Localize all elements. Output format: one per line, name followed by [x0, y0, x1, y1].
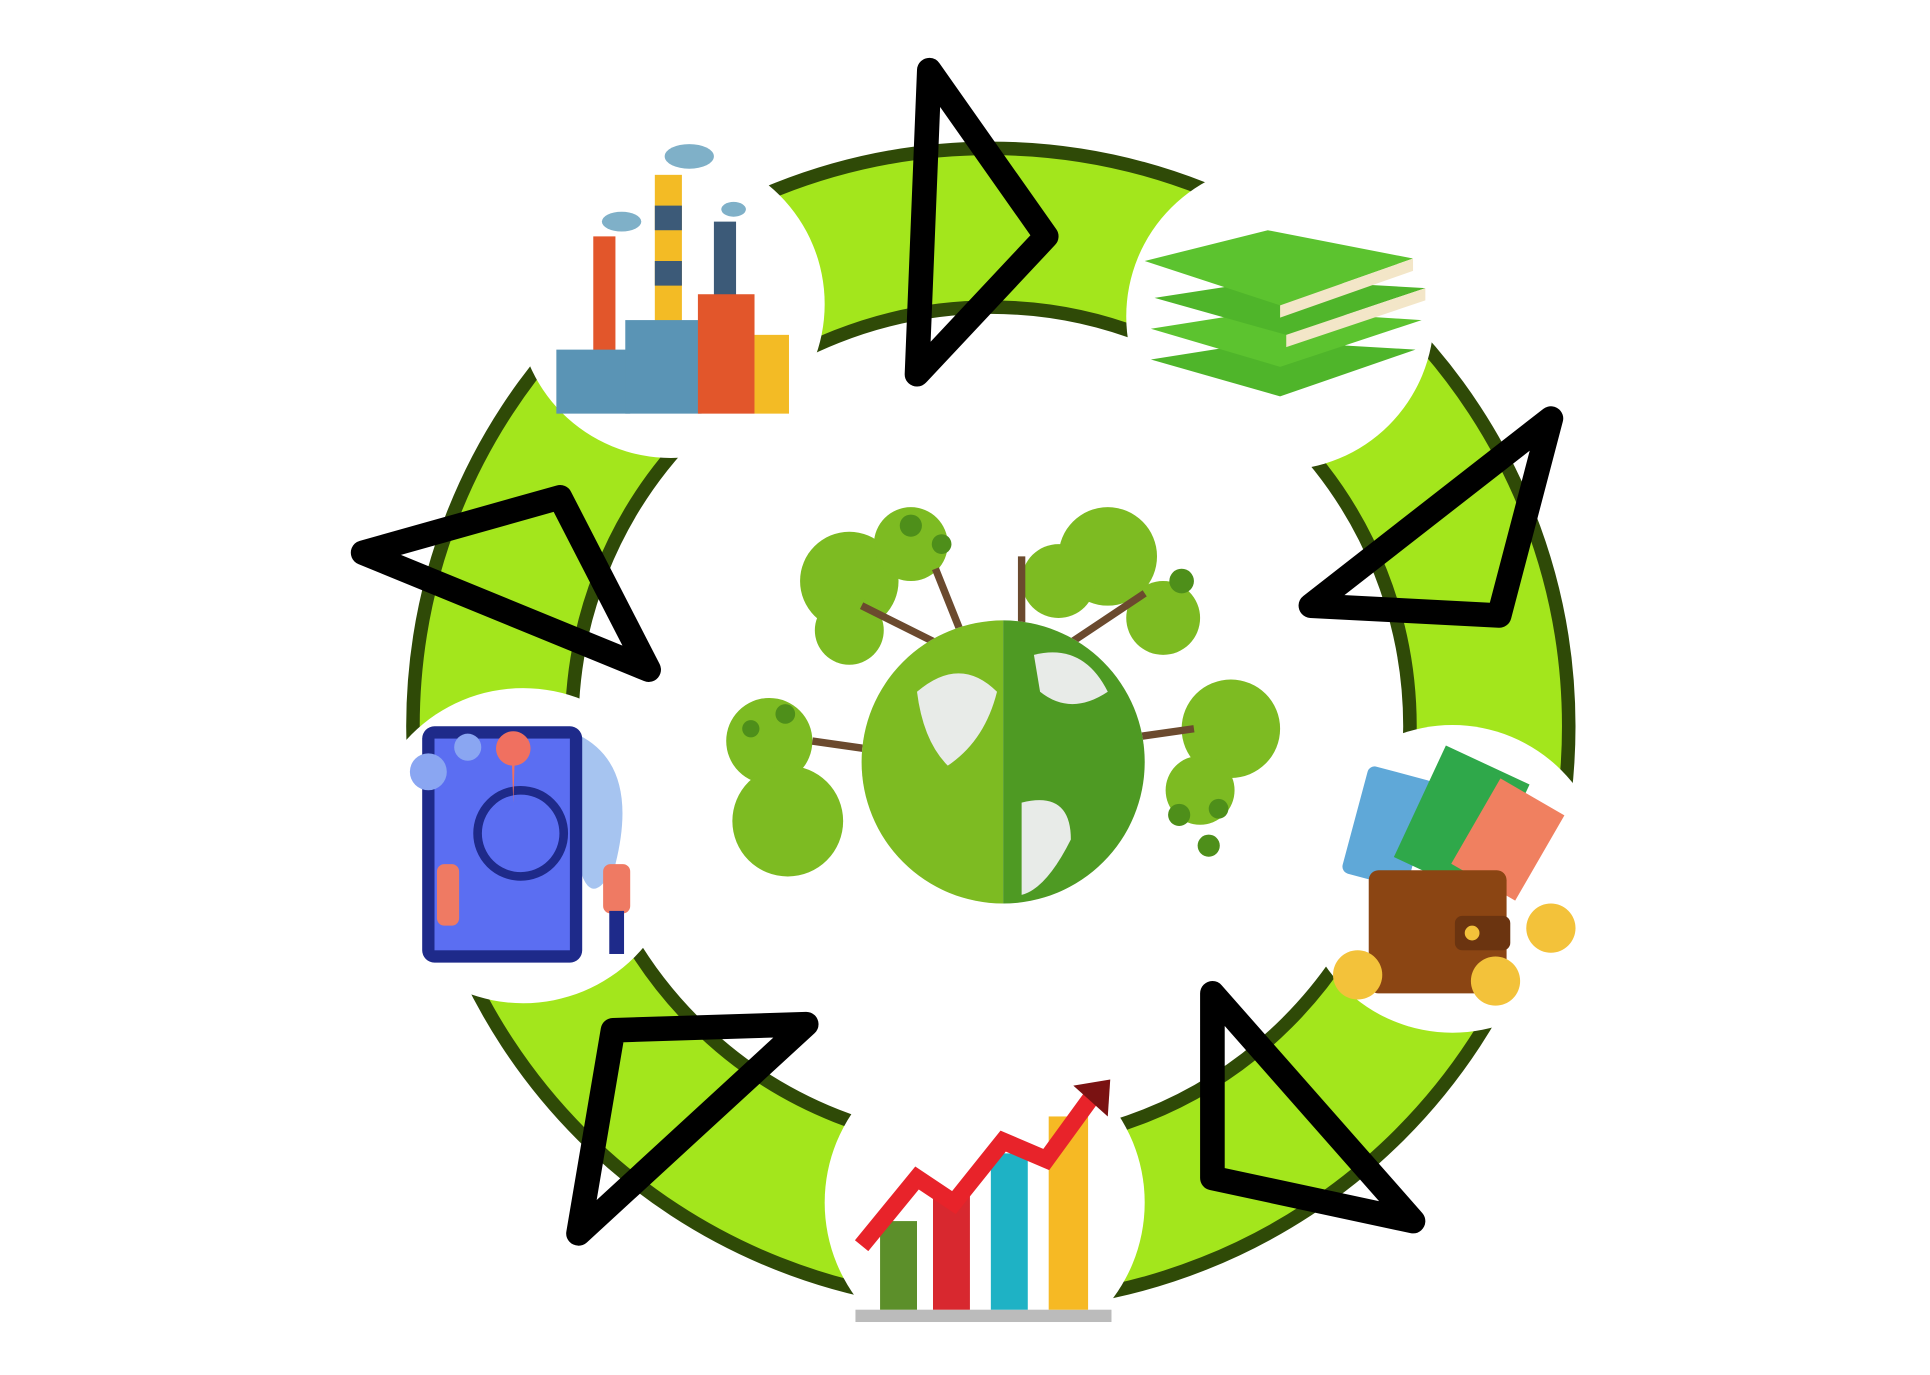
factory-icon: [556, 144, 789, 414]
map-search-tablet-icon: [409, 726, 631, 963]
cycle-arrows: [350, 57, 1564, 1246]
triangle-arrow-outline-icon: [904, 57, 1059, 387]
growth-chart-icon: [854, 1079, 1112, 1323]
books-icon: [1144, 230, 1426, 397]
triangle-arrow-outline-icon: [1298, 406, 1564, 628]
triangle-arrow-outline-icon: [1200, 981, 1426, 1234]
triangle-arrow-outline-icon: [350, 485, 661, 682]
globe-with-trees-icon: [726, 507, 1281, 904]
wallet-money-icon: [1333, 745, 1576, 1006]
triangle-arrow-outline-icon: [566, 1011, 819, 1246]
